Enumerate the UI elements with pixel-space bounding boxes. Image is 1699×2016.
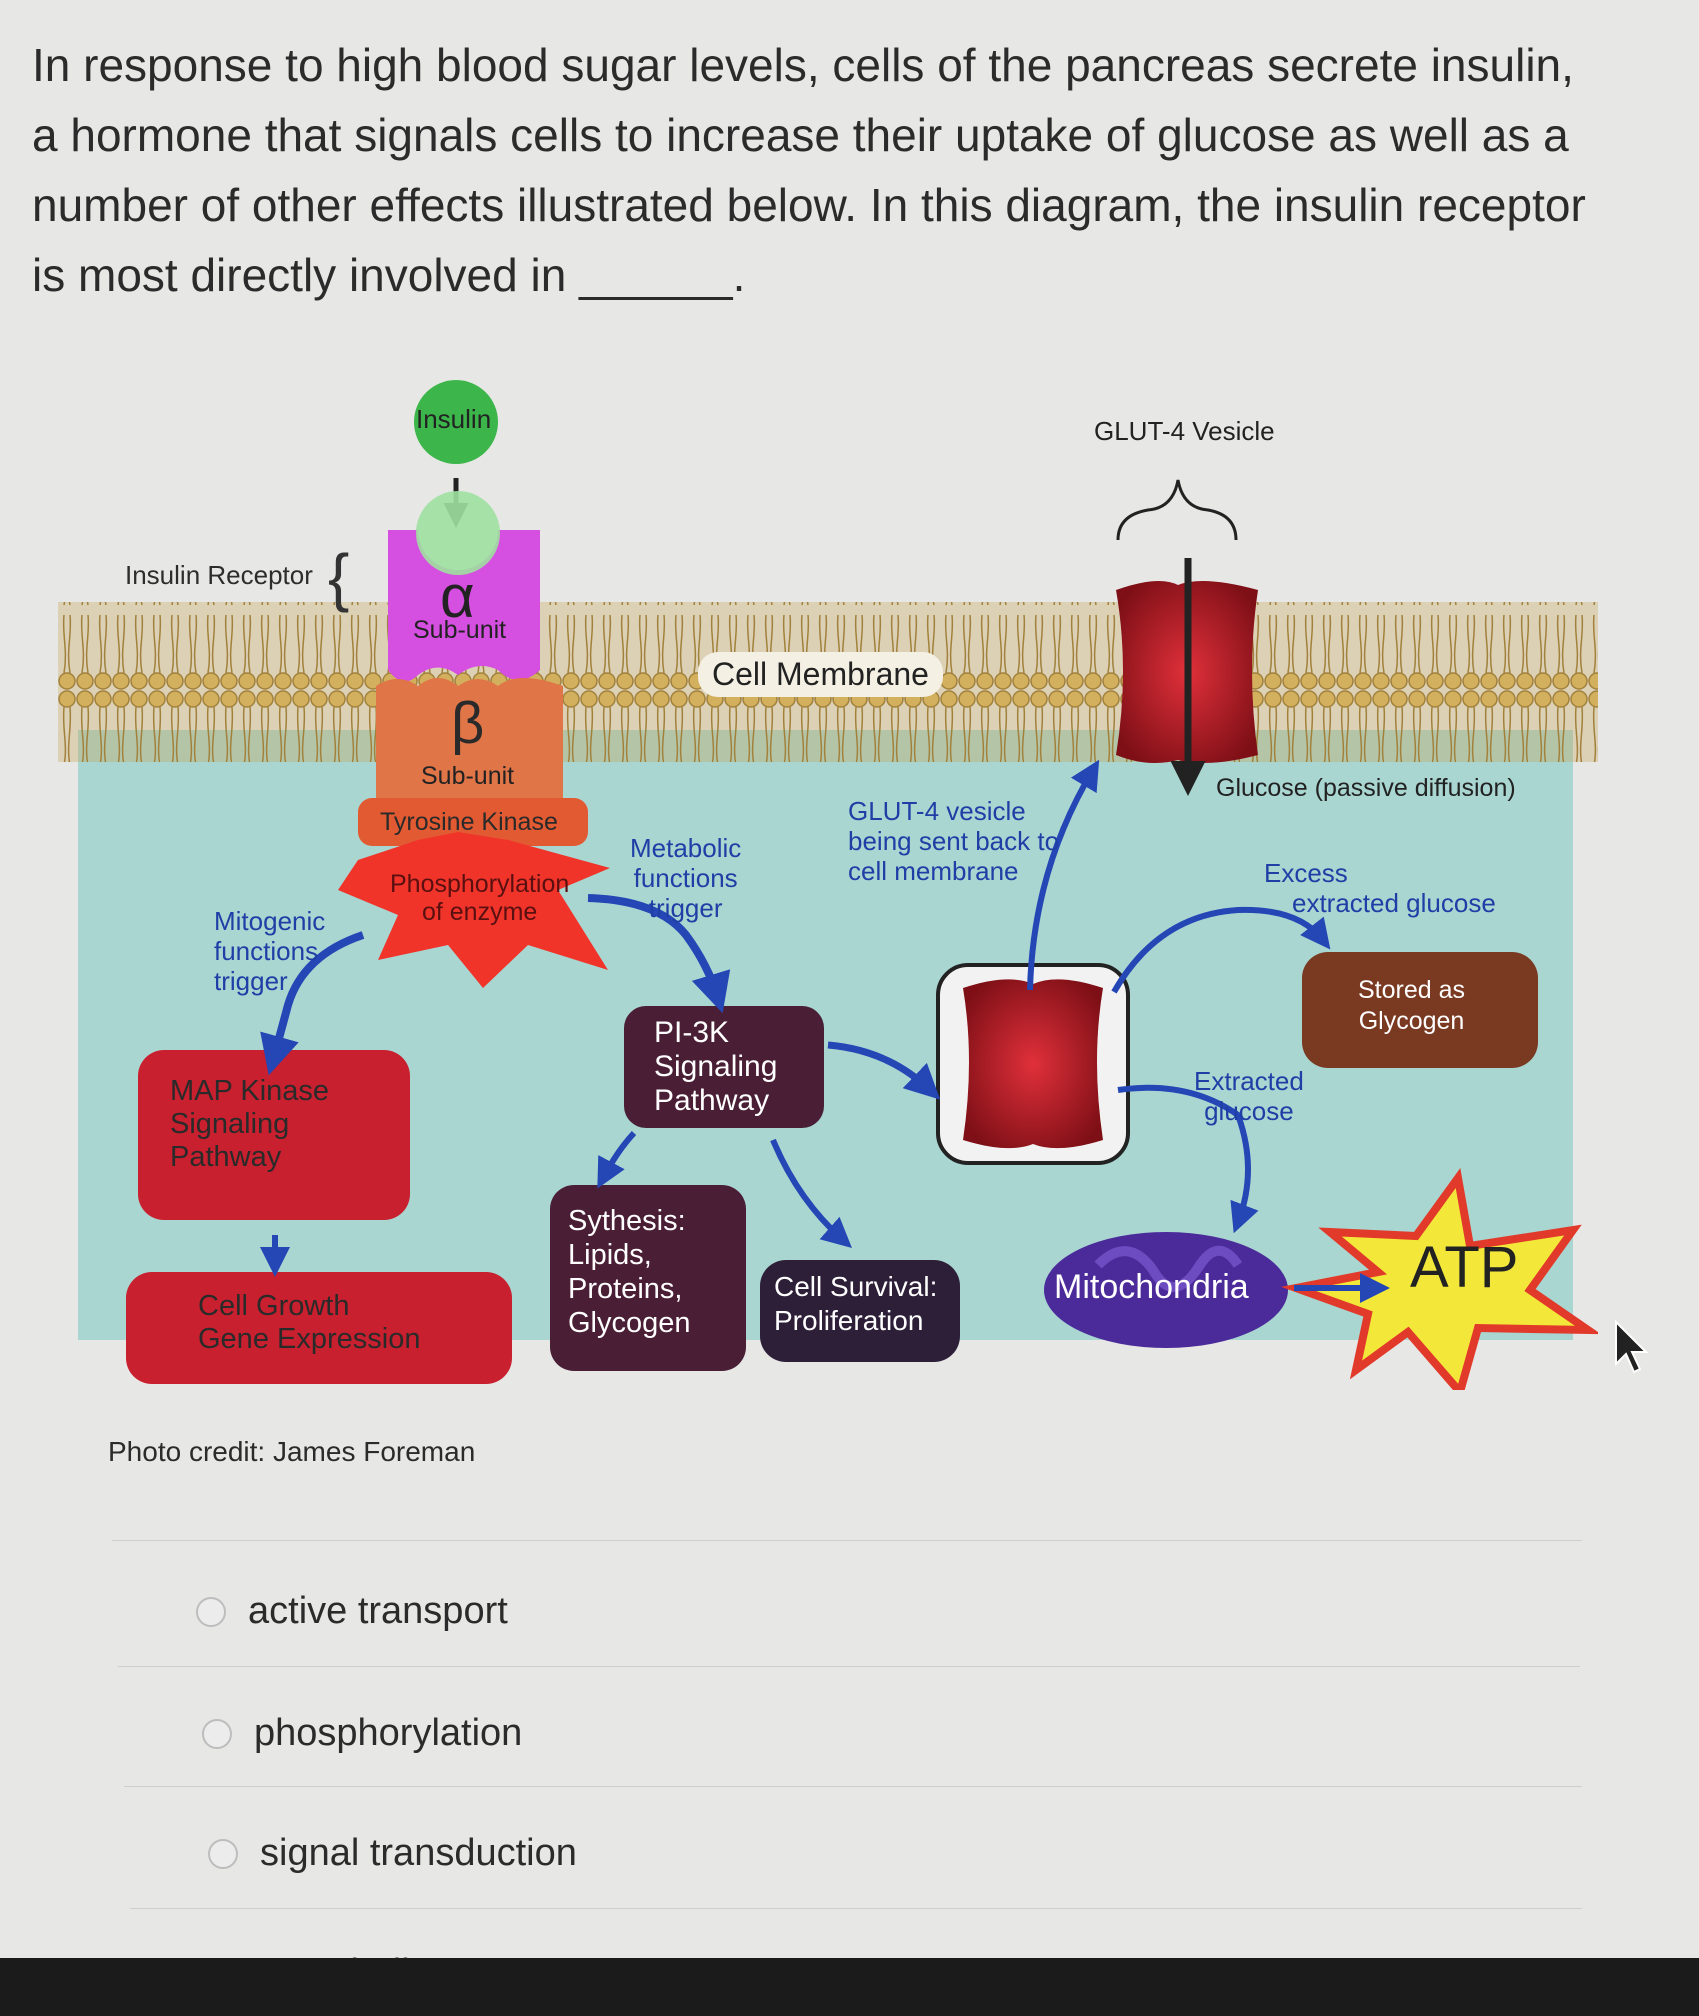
metabolic-label: Metabolic functions trigger — [630, 833, 742, 923]
stored-glycogen-box — [1302, 952, 1538, 1068]
map-kinase-label: MAP Kinase Signaling Pathway — [170, 1075, 330, 1173]
glut4-vesicle-channel — [963, 979, 1103, 1149]
synthesis-box — [550, 1185, 746, 1371]
atp-starburst — [1281, 1168, 1598, 1390]
phosphorylation-label: Phosphorylation of enzyme — [390, 870, 569, 926]
mitogenic-label: Mitogenic functions trigger — [214, 906, 326, 996]
divider — [124, 1786, 1582, 1787]
alpha-subunit-label: Sub-unit — [413, 616, 507, 644]
insulin-label: Insulin — [416, 404, 492, 434]
option-label: active transport — [248, 1590, 508, 1632]
map-kinase-box — [138, 1050, 410, 1220]
vesicle-to-membrane-arrow — [1027, 759, 1100, 991]
glut4-vesicle-brace — [1116, 479, 1238, 541]
divider — [130, 1908, 1582, 1909]
question-text: In response to high blood sugar levels, … — [32, 39, 1586, 301]
radio-button[interactable] — [202, 1718, 232, 1749]
option-label: phosphorylation — [254, 1712, 523, 1754]
radio-button[interactable] — [196, 1596, 226, 1627]
excess-glucose-label: Excess extracted glucose — [1264, 858, 1496, 918]
insulin-molecule — [414, 380, 498, 464]
divider — [118, 1666, 1580, 1667]
cell-growth-box — [126, 1272, 512, 1384]
stored-glycogen-label: Stored as Glycogen — [1358, 976, 1466, 1035]
alpha-symbol: α — [440, 563, 475, 630]
tyrosine-kinase-box — [358, 798, 588, 846]
mitogenic-arrow — [260, 931, 365, 1076]
pi3k-label: PI-3K Signaling Pathway — [654, 1016, 778, 1117]
extracted-glucose-arrow — [1117, 1084, 1259, 1234]
pi3k-to-synthesis-arrow — [597, 1130, 637, 1189]
insulin-receptor-label: Insulin Receptor — [125, 560, 313, 590]
pi3k-to-vesicle-arrow — [827, 1041, 941, 1100]
option-active-transport[interactable]: active transport — [196, 1590, 508, 1633]
cell-growth-label: Cell Growth Gene Expression — [198, 1290, 421, 1355]
pi3k-box — [624, 1006, 824, 1128]
phosphorylation-star — [338, 832, 610, 988]
metabolic-arrow — [587, 894, 731, 1014]
phosphorylation-line2: of enzyme — [421, 898, 538, 926]
beta-symbol: β — [451, 691, 485, 756]
cell-membrane-label: Cell Membrane — [698, 652, 943, 697]
beta-subunit-shape — [376, 678, 563, 815]
beta-subunit-label: Sub-unit — [421, 762, 515, 790]
synthesis-label: Sythesis: Lipids, Proteins, Glycogen — [568, 1205, 691, 1339]
cell-survival-label: Cell Survival: Proliferation — [774, 1271, 938, 1336]
insulin-bound — [416, 491, 500, 575]
option-phosphorylation[interactable]: phosphorylation — [202, 1712, 522, 1755]
insulin-signaling-diagram: Insulin Insulin Receptor { α Sub-unit β … — [58, 370, 1598, 1390]
screen-bezel — [0, 1958, 1699, 2016]
glucose-diffusion-label: Glucose (passive diffusion) — [1216, 774, 1516, 802]
alpha-subunit-shape — [388, 530, 540, 682]
option-signal-transduction[interactable]: signal transduction — [208, 1832, 577, 1875]
phosphorylation-line1: Phosphorylation — [390, 870, 570, 898]
photo-credit: Photo credit: James Foreman — [108, 1436, 476, 1467]
mouse-cursor-icon — [1615, 1320, 1648, 1374]
receptor-brace-icon: { — [328, 541, 350, 613]
tyrosine-kinase-label: Tyrosine Kinase — [380, 808, 558, 836]
glut4-sent-back-label: GLUT-4 vesicle being sent back to cell m… — [848, 796, 1060, 886]
divider — [112, 1540, 1582, 1541]
extracted-glucose-label: Extracted glucose — [1194, 1066, 1304, 1126]
diagram-graphics — [58, 380, 1598, 1390]
cell-survival-box — [760, 1260, 960, 1362]
pi3k-to-survival-arrow — [770, 1138, 852, 1248]
excess-glucose-arrow — [1111, 906, 1331, 994]
glut4-vesicle-title: GLUT-4 Vesicle — [1094, 416, 1275, 446]
mitochondria-label: Mitochondria — [1054, 1268, 1249, 1306]
option-label: signal transduction — [260, 1832, 577, 1874]
radio-button[interactable] — [208, 1838, 238, 1869]
atp-label: ATP — [1410, 1235, 1519, 1300]
